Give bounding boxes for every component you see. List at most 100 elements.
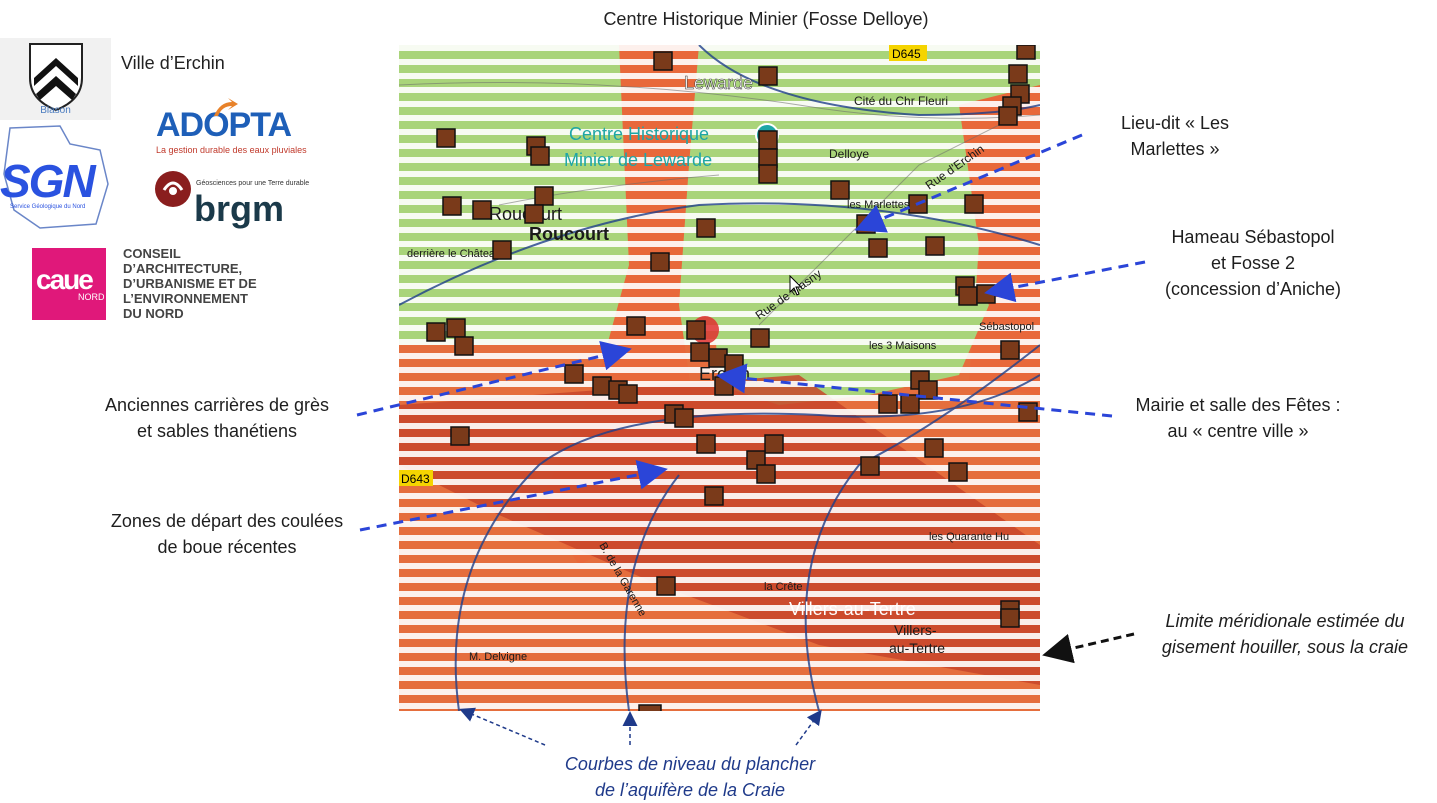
place-3-maisons: les 3 Maisons [869, 340, 937, 352]
site-marker [454, 336, 474, 356]
site-marker [958, 286, 978, 306]
geological-map[interactable]: Lewarde Centre Historique Minier de Lewa… [399, 45, 1040, 711]
caue-line: D’URBANISME ET DE [123, 276, 257, 291]
site-marker [696, 218, 716, 238]
site-marker [1000, 340, 1020, 360]
site-marker [656, 576, 676, 596]
site-marker [638, 704, 662, 711]
place-quarante: les Quarante Hu [929, 531, 1009, 543]
label-line: Courbes de niveau du plancher [564, 754, 816, 774]
brgm-wordmark: brgm [194, 188, 284, 229]
arrow-up-icon [214, 98, 238, 116]
arrow-courbes-1 [459, 707, 546, 746]
brgm-globe-icon [155, 171, 191, 207]
site-marker [750, 328, 770, 348]
site-marker [758, 66, 778, 86]
place-chateau: derrière le Château [407, 248, 501, 260]
adopta-tagline: La gestion durable des eaux pluviales [156, 145, 307, 155]
site-marker [690, 342, 710, 362]
sgn-logo: SGN Service Géologique du Nord [0, 124, 112, 232]
site-marker [918, 380, 938, 400]
site-marker [948, 462, 968, 482]
label-line: Lieu-dit « Les [1120, 113, 1230, 133]
adopta-logo: ADOPTA La gestion durable des eaux pluvi… [150, 98, 310, 158]
site-marker [436, 128, 456, 148]
place-cite-fleuri: Cité du Chr Fleuri [854, 94, 948, 108]
sgn-wordmark: SGN [0, 155, 96, 207]
shield-icon [29, 43, 83, 112]
place-villers: Villers-au-Tertre [789, 599, 916, 619]
site-marker [758, 130, 778, 150]
brgm-tagline: Géosciences pour une Terre durable [196, 180, 310, 187]
site-marker [1008, 64, 1028, 84]
caue-nord: NORD [78, 292, 105, 302]
site-marker [524, 204, 544, 224]
site-marker [626, 316, 646, 336]
site-marker [925, 236, 945, 256]
caue-description: CONSEIL D’ARCHITECTURE, D’URBANISME ET D… [123, 246, 257, 321]
site-marker [446, 318, 466, 338]
site-marker [618, 384, 638, 404]
label-line: Mairie et salle des Fêtes : [1135, 395, 1341, 415]
site-marker [696, 434, 716, 454]
label-line: Marlettes » [1130, 139, 1220, 159]
site-marker [492, 240, 512, 260]
site-marker [998, 106, 1018, 126]
caue-logo: caue NORD [32, 248, 106, 320]
brgm-logo: Géosciences pour une Terre durable brgm [152, 168, 322, 238]
site-marker [530, 146, 550, 166]
label-line: de boue récentes [157, 537, 297, 557]
label-line: Limite méridionale estimée du [1165, 611, 1405, 631]
label-line: et sables thanétiens [136, 421, 298, 441]
place-roucourt-2: Roucourt [529, 224, 609, 244]
site-marker [964, 194, 984, 214]
site-marker [534, 186, 554, 206]
label-courbes: Courbes de niveau du plancher de l’aquif… [540, 751, 840, 803]
site-marker [724, 354, 744, 374]
site-marker [860, 456, 880, 476]
label-line: (concession d’Aniche) [1164, 279, 1342, 299]
place-chm-1: Centre Historique [569, 124, 709, 144]
label-mairie: Mairie et salle des Fêtes : au « centre … [1115, 392, 1361, 444]
site-marker [704, 486, 724, 506]
label-carrieres: Anciennes carrières de grès et sables th… [86, 392, 348, 444]
label-line: de l’aquifère de la Craie [594, 780, 786, 800]
site-marker [868, 238, 888, 258]
place-sebastopol: Sébastopol [979, 321, 1034, 333]
label-coulees: Zones de départ des coulées de boue réce… [92, 508, 362, 560]
site-marker [442, 196, 462, 216]
site-marker [674, 408, 694, 428]
site-marker [714, 376, 734, 396]
place-lewarde: Lewarde [684, 73, 753, 93]
site-marker [1018, 402, 1038, 422]
site-marker [564, 364, 584, 384]
site-marker [878, 394, 898, 414]
place-delvigne: M. Delvigne [469, 651, 527, 663]
label-marlettes: Lieu-dit « Les Marlettes » [1095, 110, 1255, 162]
place-villers-3: au-Tertre [889, 640, 945, 656]
place-chm-2: Minier de Lewarde [564, 150, 712, 170]
nord-outline-icon [3, 125, 109, 229]
caue-line: D’ARCHITECTURE, [123, 261, 243, 276]
place-crete: la Crête [764, 581, 803, 593]
site-marker [830, 180, 850, 200]
site-marker [908, 194, 928, 214]
label-sebastopol: Hameau Sébastopol et Fosse 2 (concession… [1140, 224, 1366, 302]
page-title: Centre Historique Minier (Fosse Delloye) [603, 9, 929, 29]
place-delloye: Delloye [829, 147, 869, 161]
label-limite: Limite méridionale estimée du gisement h… [1140, 608, 1430, 660]
site-marker [1016, 45, 1036, 60]
road-d643: D643 [401, 472, 430, 486]
label-line: et Fosse 2 [1210, 253, 1296, 273]
blason-caption: Blason [40, 105, 71, 116]
site-marker [472, 200, 492, 220]
site-marker [924, 438, 944, 458]
road-shield-d645 [889, 45, 927, 61]
caue-wordmark: caue [36, 264, 94, 295]
site-marker [758, 164, 778, 184]
caue-line: DU NORD [123, 306, 184, 321]
sgn-subtitle: Service Géologique du Nord [10, 204, 86, 210]
site-marker [756, 464, 776, 484]
site-marker [1000, 608, 1020, 628]
site-marker [450, 426, 470, 446]
